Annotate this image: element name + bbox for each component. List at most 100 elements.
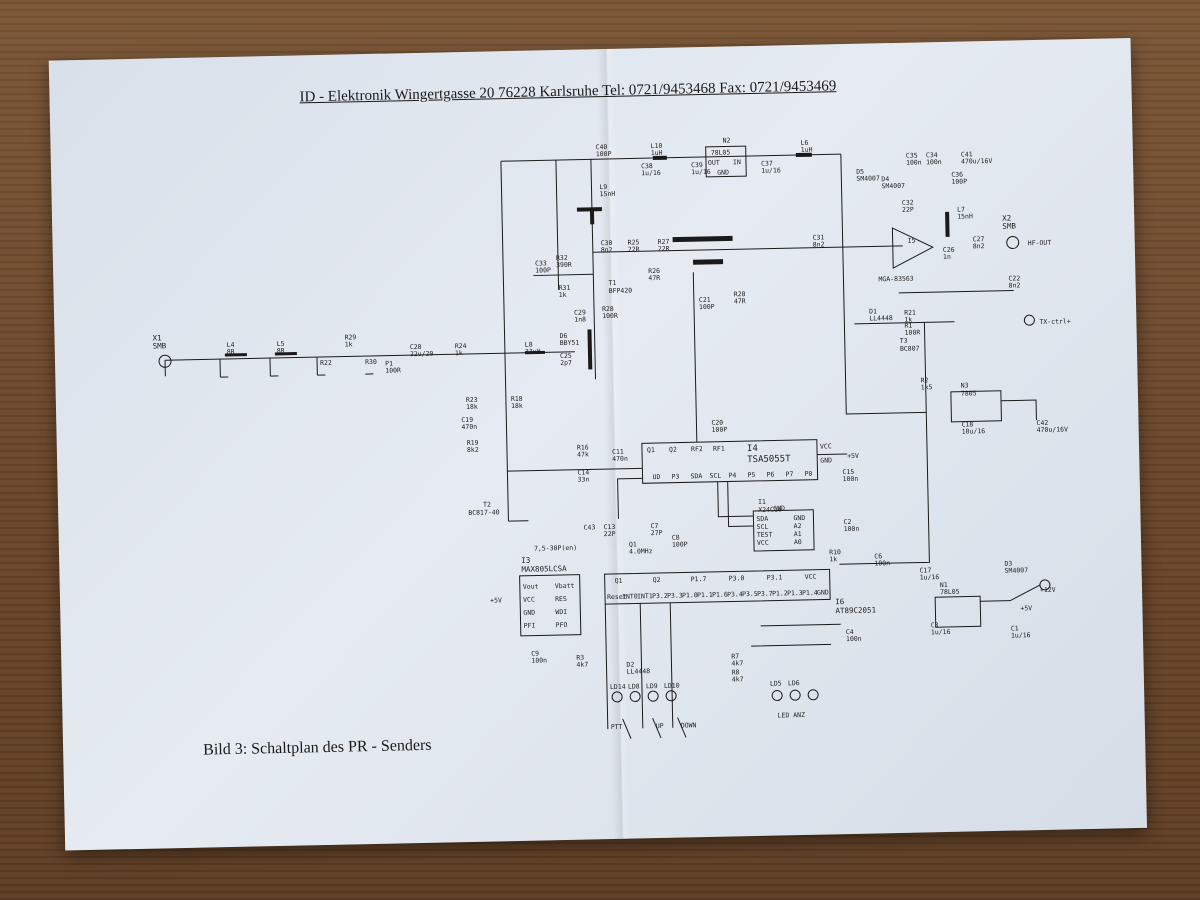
led-ld14: LD14: [610, 683, 626, 691]
component-value-r31: 1k: [559, 291, 567, 299]
component-ref-r27: R27: [658, 238, 670, 246]
i6-top-pin: P1.7: [691, 575, 707, 583]
component-value-r29: 1k: [345, 340, 353, 348]
i3-right-pin: RES: [555, 595, 567, 603]
component-ref-c42: C42: [1036, 419, 1048, 427]
component-ref-c7: C7: [651, 522, 659, 530]
i1-left-pin: VCC: [757, 539, 769, 547]
n2-in: IN: [733, 158, 741, 166]
component-ref-c22: C22: [1008, 274, 1020, 282]
component-value-d2: LL4448: [627, 667, 651, 675]
component-value-l7: 15nH: [957, 212, 973, 220]
i4-right-pin: VCC: [820, 442, 832, 450]
component-value-c22: 8n2: [1009, 281, 1021, 289]
n2-label: N2: [722, 136, 730, 144]
i6-bottom-pin: P3.5: [742, 590, 758, 598]
component-value-d4: SM4007: [881, 182, 905, 190]
component-ref-q1: Q1: [629, 540, 637, 548]
i3-right-pin: WDI: [555, 608, 567, 616]
component-value-r3: 4k7: [576, 660, 588, 668]
component-ref-c14: C14: [577, 468, 589, 476]
x2-type: SMB: [1002, 221, 1016, 230]
component-value-d6: BBY51: [560, 339, 580, 347]
component-value-r16: 47k: [577, 450, 589, 458]
component-value-r32: 390R: [556, 261, 572, 269]
component-value-c13: 22P: [604, 530, 616, 538]
component-ref-c31: C31: [812, 233, 824, 241]
component-ref-c39: C39: [691, 161, 703, 169]
component-ref-r21: R21: [904, 309, 916, 317]
component-ref-d3: D3: [1004, 560, 1012, 568]
component-value-d1: LL4448: [869, 314, 893, 322]
i3-label: I3: [521, 556, 530, 565]
component-ref-r19: R19: [467, 439, 479, 447]
i6-bottom-pin: P1.4: [802, 589, 818, 597]
component-ref-d5: D5: [856, 168, 864, 176]
component-ref-c35: C35: [906, 151, 918, 159]
component-ref-r24: R24: [455, 342, 467, 350]
i1-left-pin: TEST: [757, 531, 773, 539]
component-value-c26: 1n: [943, 253, 951, 261]
i4-top-pin: RF1: [713, 445, 725, 453]
i6-bottom-pin: INT0: [622, 592, 638, 600]
component-ref-r20: R20: [734, 290, 746, 298]
i1-right-pin: GND: [793, 514, 805, 522]
component-value-c42: 470u/16V: [1037, 425, 1069, 434]
component-value-r7: 4k7: [731, 659, 743, 667]
n2-part: 78L05: [711, 148, 731, 156]
component-ref-c41: C41: [961, 150, 973, 158]
circuit-diagram: X1 SMB X2 SMB HF-OUT TX-ctrl+ +12V N2 78…: [152, 136, 1071, 739]
component-value-c38: 1u/16: [641, 169, 661, 177]
component-value-c1: 1u/16: [1011, 631, 1031, 639]
n1-part: 78L05: [940, 588, 960, 596]
power-label: +12V: [1040, 586, 1056, 594]
component-ref-r16: R16: [577, 443, 589, 451]
i1-right-pin: A1: [794, 530, 802, 538]
i3-left-pin: PFI: [524, 622, 536, 630]
i4-bottom-pin: P3: [671, 473, 679, 481]
trim-cap-label: 7,5-30P(en): [534, 544, 577, 553]
i6-bottom-pin: Reset: [607, 593, 627, 601]
component-value-l5: 8R: [277, 347, 285, 355]
component-ref-d1: D1: [869, 307, 877, 315]
component-ref-c17: C17: [919, 566, 931, 574]
component-ref-c43: C43: [584, 523, 596, 531]
component-value-r28: 100R: [602, 312, 618, 320]
n2-out: OUT: [708, 159, 720, 167]
component-value-r10: 1k: [829, 555, 837, 563]
i4-bottom-pin: UD: [652, 473, 660, 481]
component-ref-r7: R7: [731, 652, 739, 660]
component-value-c40: 100P: [596, 150, 612, 158]
i4-top-pin: Q1: [647, 446, 655, 454]
i6-top-pin: Q1: [615, 577, 623, 585]
component-ref-c18: C18: [961, 420, 973, 428]
component-value-c32: 22P: [902, 206, 914, 214]
component-value-p1: 100R: [385, 366, 401, 374]
component-ref-c29: C29: [574, 308, 586, 316]
component-ref-c13: C13: [604, 523, 616, 531]
component-ref-l10: L10: [651, 142, 663, 150]
x1-label: X1: [152, 333, 161, 342]
component-value-d5: SM4007: [856, 174, 880, 182]
i5-part: MGA-83563: [878, 275, 913, 284]
i4-bottom-pin: P4: [728, 471, 736, 479]
component-ref-c34: C34: [926, 151, 938, 159]
led-ld10: LD10: [664, 682, 680, 690]
component-value-r18: 18k: [511, 402, 523, 410]
component-value-c8: 100P: [672, 540, 688, 548]
n2-gnd: GND: [717, 168, 729, 176]
component-value-r2: 1k5: [921, 383, 933, 391]
component-value-c28: 22u/20: [410, 350, 434, 358]
component-ref-d2: D2: [626, 661, 634, 669]
component-value-c33: 100P: [535, 266, 551, 274]
component-ref-r1: R1: [904, 322, 912, 330]
ic-labels: N2 78L05 OUT IN GND I4 TSA5055T I1 X24C1…: [468, 136, 977, 615]
component-value-c21: 100P: [699, 303, 715, 311]
component-ref-c9: C9: [531, 650, 539, 658]
component-value-r24: 1k: [455, 349, 463, 357]
component-value-d3: SM4007: [1005, 566, 1029, 574]
component-ref-c15: C15: [842, 468, 854, 476]
i1-right-pin: A0: [794, 538, 802, 546]
component-value-c36: 100P: [951, 177, 967, 185]
